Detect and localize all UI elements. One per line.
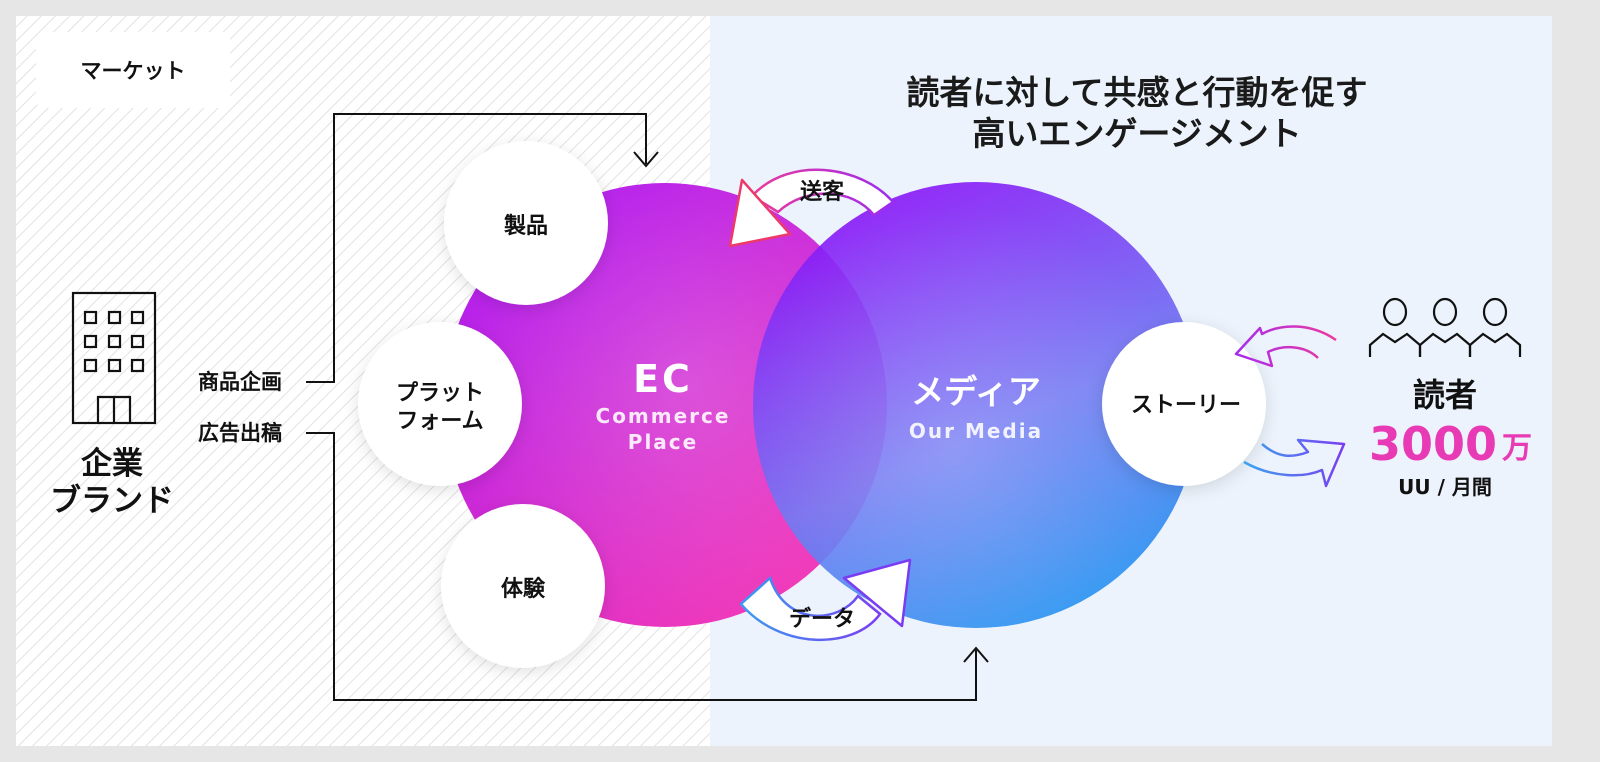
readers-unit: 万 — [1502, 431, 1532, 466]
experience-circle — [441, 504, 605, 668]
headline-line2: 高いエンゲージメント — [972, 114, 1301, 153]
readers-icon — [1368, 297, 1522, 357]
data-arrow — [739, 575, 882, 641]
media-sub: Our Media — [909, 419, 1043, 443]
company-line1: 企業 — [81, 446, 143, 482]
experience-label: 体験 — [501, 577, 546, 602]
advertising-arrowhead — [963, 646, 989, 663]
ec-title: EC — [633, 357, 693, 401]
media-title: メディア — [911, 372, 1041, 411]
product-label: 製品 — [503, 213, 548, 239]
reader-inflow-arrow — [1234, 325, 1337, 368]
send-customers-arrowhead — [728, 178, 792, 248]
market-label-box — [36, 32, 230, 108]
advertising-connector — [306, 432, 977, 701]
building-icon — [71, 291, 157, 425]
send-customers-label: 送客 — [800, 179, 845, 205]
reader-outflow-arrow — [1243, 438, 1346, 488]
ec-sub1: Commerce — [596, 404, 731, 428]
platform-circle — [358, 322, 522, 486]
input-advertising: 広告出稿 — [198, 421, 282, 445]
readers-per: UU / 月間 — [1398, 475, 1492, 499]
data-arrowhead — [842, 558, 912, 628]
data-label: データ — [789, 606, 855, 632]
readers-number: 3000 — [1369, 417, 1497, 471]
platform-label-line2: フォーム — [396, 409, 483, 434]
story-label: ストーリー — [1131, 393, 1241, 418]
product-circle — [444, 141, 608, 305]
story-circle — [1102, 322, 1266, 486]
headline-line1: 読者に対して共感と行動を促す — [906, 73, 1367, 112]
planning-arrowhead — [633, 151, 659, 168]
planning-connector — [306, 113, 647, 383]
readers-label: 読者 — [1413, 376, 1477, 414]
market-label: マーケット — [81, 59, 186, 83]
company-line2: ブランド — [50, 483, 174, 519]
ec-sub2: Place — [628, 430, 698, 454]
input-planning: 商品企画 — [198, 370, 282, 394]
platform-label-line1: プラット — [396, 381, 484, 406]
